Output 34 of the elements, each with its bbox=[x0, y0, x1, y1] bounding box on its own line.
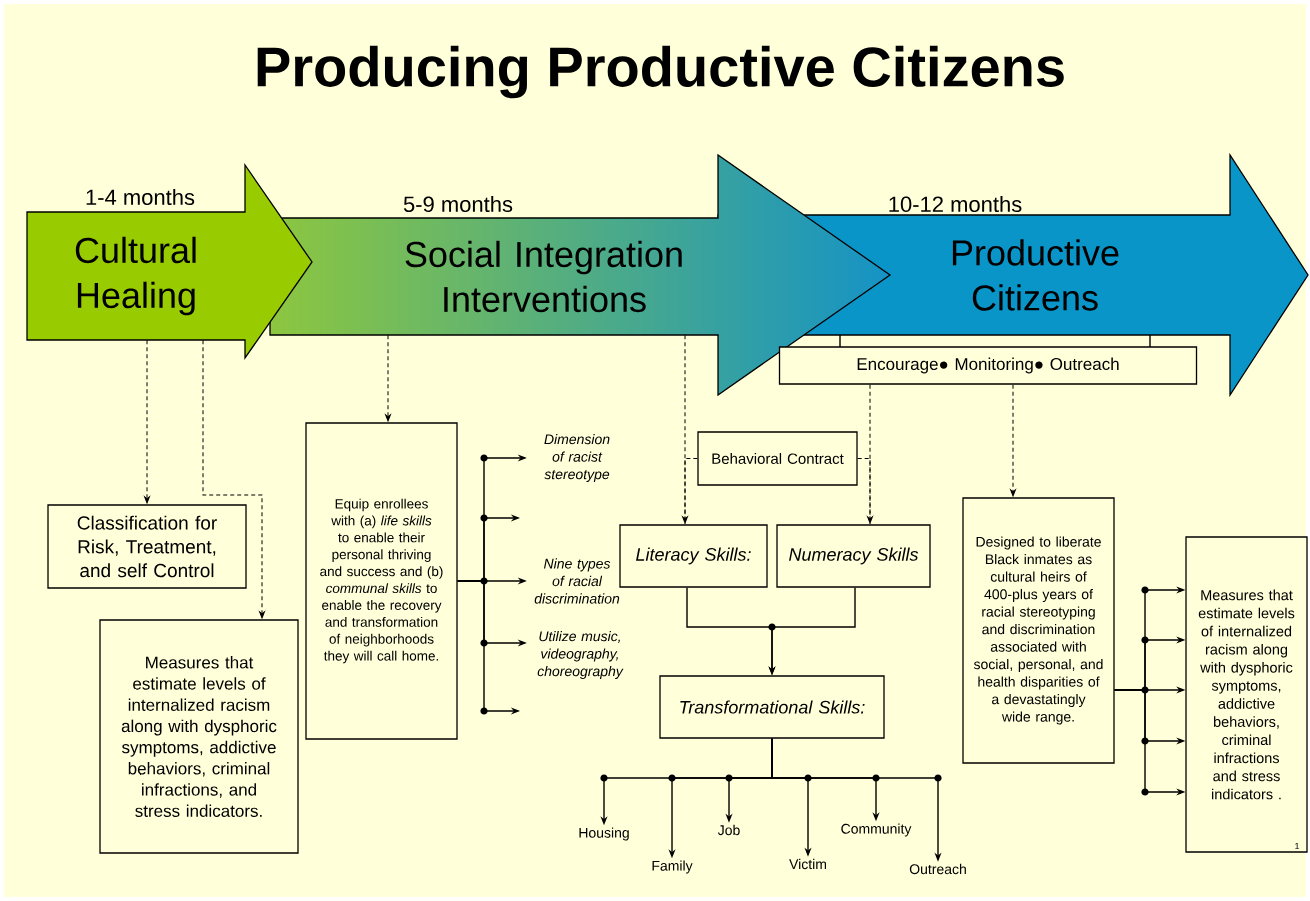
text-box: Measures that estimate levels of internalized racism along with dysphoric symptoms, addictive behaviors, criminal infractions, and stress indicators. bbox=[99, 619, 299, 854]
branch-label: Utilize music, videography, choreography bbox=[537, 630, 624, 679]
stage-label: Social Integration Interventions bbox=[405, 240, 682, 313]
branch-label: Outreach bbox=[909, 863, 966, 875]
arrow bbox=[682, 334, 688, 524]
branch-label: Dimension of racist stereotype bbox=[544, 433, 610, 482]
text-box: Behavioral Contract bbox=[697, 431, 858, 486]
branch-label: Family bbox=[652, 860, 693, 874]
arrow bbox=[385, 334, 391, 422]
branch-label: Victim bbox=[789, 858, 826, 870]
duration-label: 5-9 months bbox=[403, 195, 513, 213]
text-box: Literacy Skills: bbox=[619, 524, 768, 588]
page-number: 1 bbox=[1295, 842, 1300, 850]
duration-label: 1-4 months bbox=[86, 188, 195, 206]
text-box: Numeracy Skills bbox=[776, 524, 931, 588]
banner-box: Encourage● Monitoring● Outreach bbox=[778, 334, 1198, 385]
branch-label: Housing bbox=[579, 827, 629, 841]
text-box: Classification for Risk, Treatment, and self Control bbox=[47, 504, 247, 589]
branch-label: Job bbox=[717, 824, 740, 836]
duration-label: 10-12 months bbox=[889, 195, 1022, 213]
text-box: Equip enrollees with (a) life skills to enable their personal thriving and success and (b) communal skills to enable the recovery and transformation of neighborhoods they will call home. bbox=[305, 422, 458, 740]
title: Producing Productive Citizens bbox=[257, 45, 1064, 99]
connector-line bbox=[684, 458, 698, 525]
arrow bbox=[202, 339, 265, 619]
text-box: Designed to liberate Black inmates as cultural heirs of 400-plus years of racial stereotyping and discrimination associated with social, personal, and health disparities of a devastatingly wide range. bbox=[962, 497, 1115, 764]
branch-label: Community bbox=[841, 823, 912, 837]
stage-label: Cultural Healing bbox=[75, 236, 196, 316]
stage-label: Productive Citizens bbox=[952, 239, 1119, 311]
arrow bbox=[144, 339, 150, 504]
text-box: Transformational Skills: bbox=[659, 675, 885, 739]
connector-line bbox=[857, 458, 871, 525]
arrow bbox=[1010, 384, 1016, 497]
arrow bbox=[867, 384, 873, 524]
branch-label: Nine types of racial discrimination bbox=[534, 558, 620, 604]
